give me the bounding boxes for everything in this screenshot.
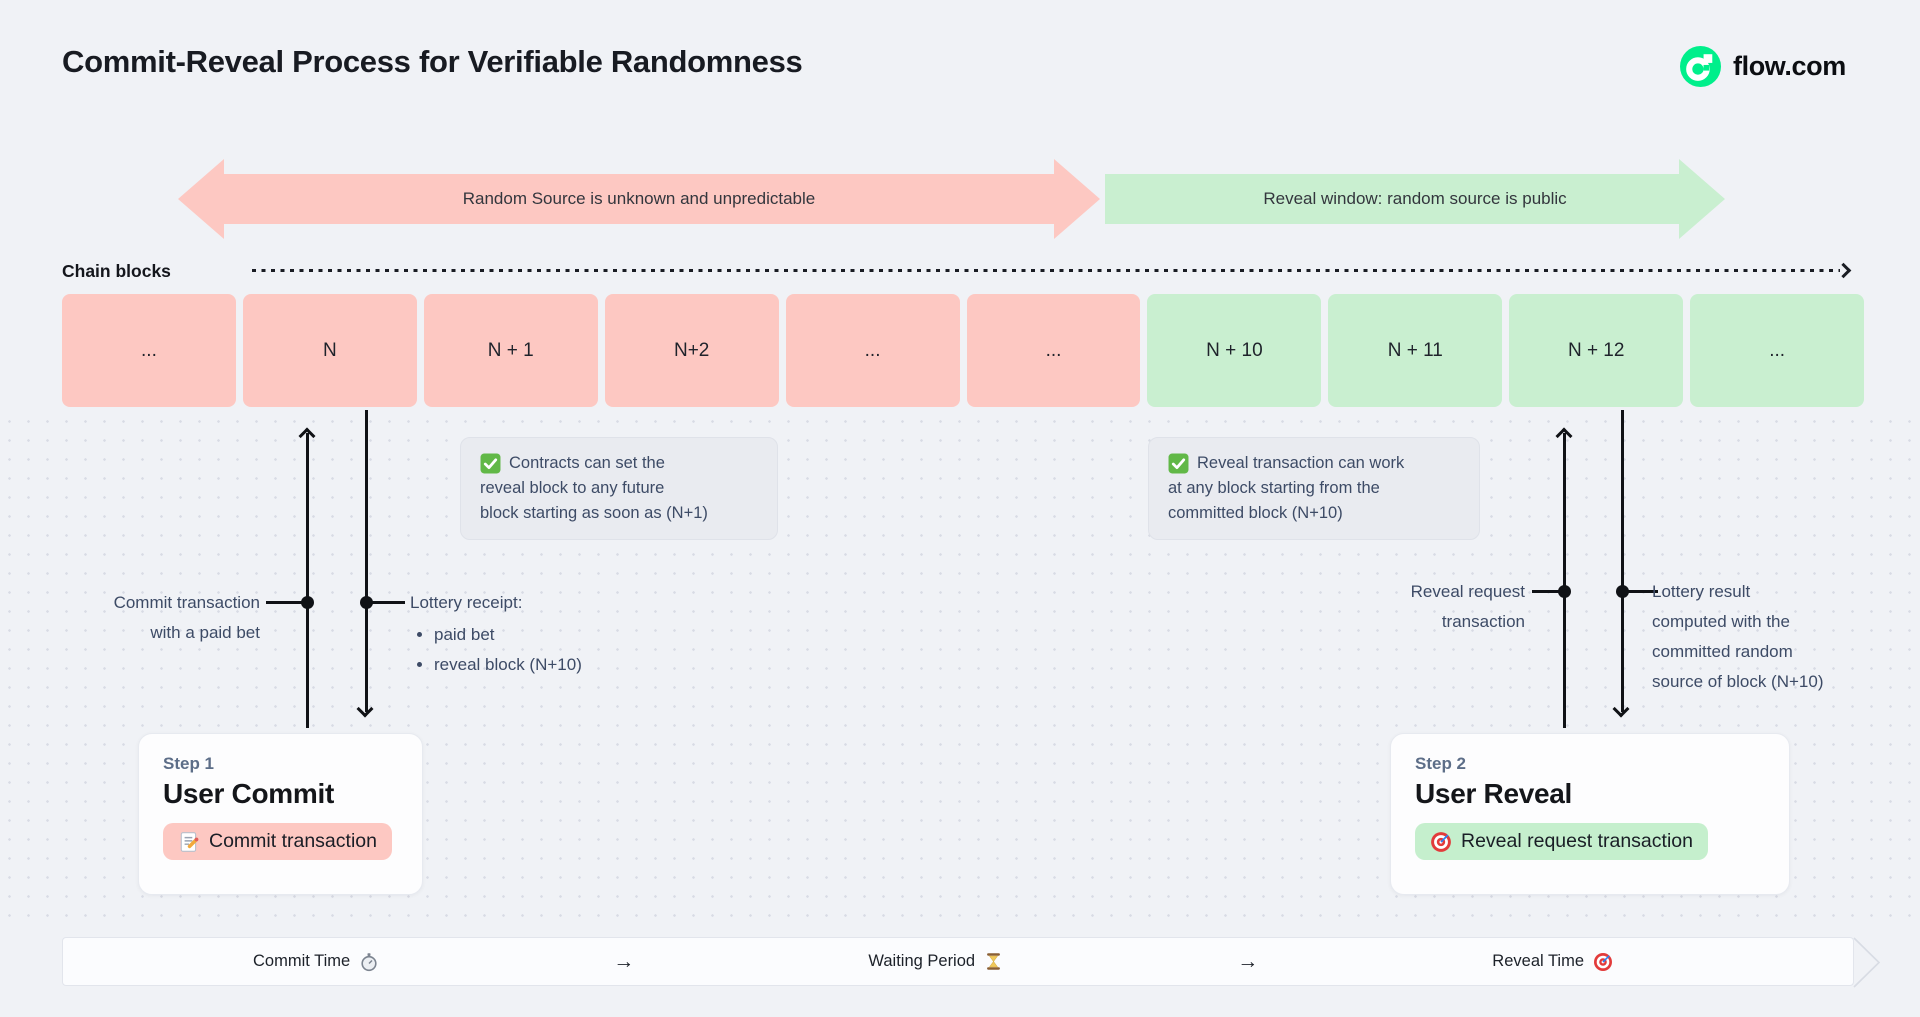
flow-brand-link[interactable]: flow.com	[1680, 46, 1846, 87]
receipt-connector-dot	[360, 596, 373, 609]
reveal-note-text: Reveal transaction can work	[1197, 454, 1405, 472]
chain-block: N + 11	[1328, 294, 1503, 407]
chain-block: N + 10	[1147, 294, 1322, 407]
lottery-result-annotation: Lottery result computed with the committ…	[1652, 582, 1824, 691]
step2-title: User Reveal	[1415, 778, 1573, 809]
chain-block: N+2	[604, 294, 779, 407]
reveal-request-pill-label: Reveal request transaction	[1461, 830, 1693, 852]
reveal-window-phase-label: Reveal window: random source is public	[1263, 189, 1567, 208]
chain-dotted-line	[252, 269, 1840, 272]
timeline-bar: Commit Time → Waiting Period →	[62, 937, 1854, 986]
timeline-stage-commit: Commit Time	[253, 952, 379, 972]
chain-arrowhead-icon	[1835, 262, 1852, 279]
target-icon	[1593, 952, 1613, 972]
reveal-up-arrow-line	[1563, 433, 1566, 728]
result-connector-dot	[1616, 585, 1629, 598]
timeline-stage-waiting: Waiting Period	[868, 952, 1003, 971]
commit-up-arrow-line	[306, 433, 309, 728]
hourglass-icon	[984, 952, 1003, 971]
step2-kicker: Step 2	[1415, 754, 1467, 773]
unpredictable-phase-label: Random Source is unknown and unpredictab…	[462, 189, 816, 208]
check-icon	[480, 453, 501, 474]
check-icon	[1168, 453, 1189, 474]
timeline-arrow-separator: →	[613, 949, 635, 973]
commit-transaction-pill-label: Commit transaction	[209, 830, 377, 852]
chain-block: N + 1	[423, 294, 598, 407]
reveal-request-annotation: Reveal request transaction	[1410, 582, 1525, 631]
stopwatch-icon	[359, 952, 379, 972]
commit-note-box: Contracts can set the reveal block to an…	[460, 437, 778, 540]
reveal-window-phase-arrow: Reveal window: random source is public	[1105, 159, 1725, 239]
reveal-connector-line	[1532, 590, 1562, 593]
reveal-note-box: Reveal transaction can work at any block…	[1148, 437, 1480, 540]
chain-blocks-row: ... N N + 1 N+2 ... ... N + 10 N + 11 N …	[62, 294, 1865, 407]
page-title: Commit-Reveal Process for Verifiable Ran…	[62, 44, 803, 79]
chain-block: N	[242, 294, 417, 407]
step1-kicker: Step 1	[163, 754, 215, 773]
reveal-connector-dot	[1558, 585, 1571, 598]
commit-note-text: Contracts can set the	[509, 454, 665, 472]
step1-title: User Commit	[163, 778, 334, 809]
commit-transaction-pill: Commit transaction	[163, 823, 392, 860]
timeline-end-chevron-icon	[1853, 937, 1883, 993]
chain-block: ...	[785, 294, 960, 407]
chain-block: ...	[966, 294, 1141, 407]
receipt-down-arrow-line	[365, 410, 368, 712]
timeline-stage-reveal: Reveal Time	[1492, 952, 1613, 972]
reveal-request-pill: Reveal request transaction	[1415, 823, 1708, 860]
flow-logo-icon	[1680, 46, 1721, 87]
unpredictable-phase-arrow: Random Source is unknown and unpredictab…	[178, 159, 1100, 239]
lottery-receipt-annotation: Lottery receipt: paid bet reveal block (…	[410, 588, 670, 680]
commit-connector-line	[266, 601, 304, 604]
receipt-connector-line	[371, 601, 405, 604]
result-down-arrow-line	[1621, 410, 1624, 712]
step1-card: Step 1 User Commit Commit transaction	[138, 733, 423, 895]
chain-block: N + 12	[1509, 294, 1684, 407]
result-connector-line	[1628, 590, 1658, 593]
commit-connector-dot	[301, 596, 314, 609]
chain-block: ...	[1690, 294, 1865, 407]
memo-icon	[178, 831, 200, 853]
brand-name: flow.com	[1733, 51, 1846, 81]
chain-blocks-label: Chain blocks	[62, 261, 171, 281]
chain-block: ...	[62, 294, 236, 407]
timeline-arrow-separator: →	[1237, 949, 1259, 973]
target-icon	[1430, 831, 1452, 853]
commit-transaction-annotation: Commit transaction with a paid bet	[113, 593, 260, 642]
step2-card: Step 2 User Reveal Reveal request transa…	[1390, 733, 1790, 895]
